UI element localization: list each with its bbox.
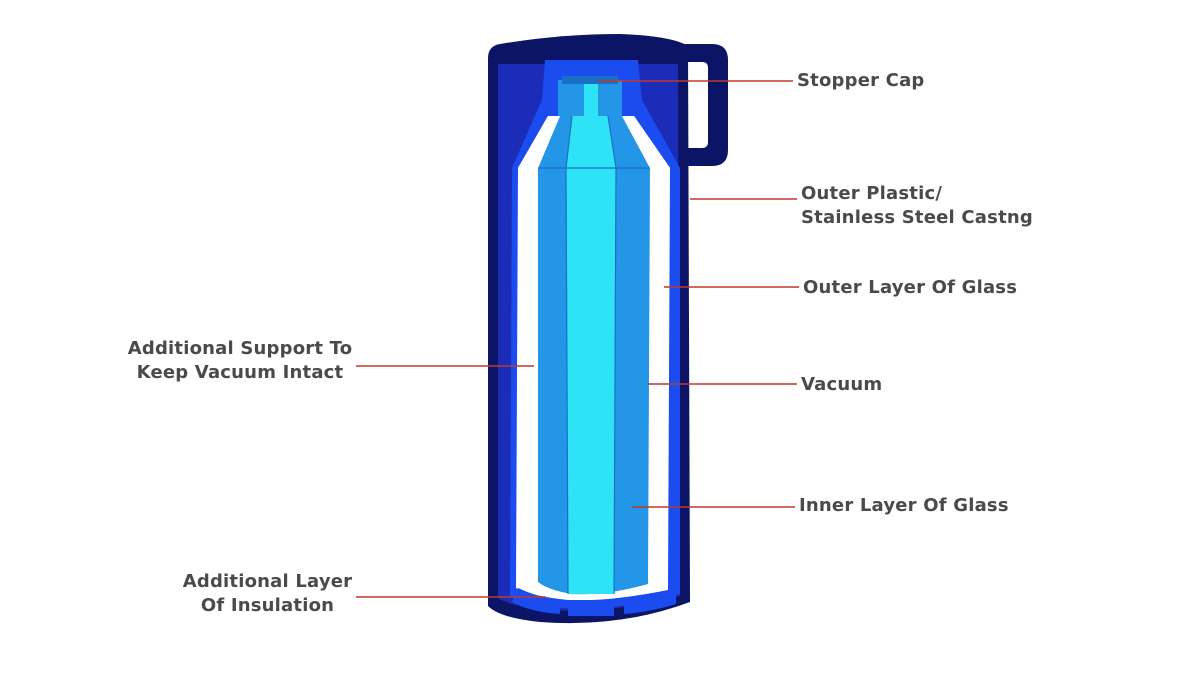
label-insulation-line-1: Additional Layer [182,571,353,592]
label-insulation-line-2: Of Insulation [200,595,335,616]
label-outer-glass: Outer Layer Of Glass [803,276,1017,300]
label-vacuum: Vacuum [801,373,882,397]
vacuum-shoulder-right [622,116,670,168]
glass-facet-lines [538,115,650,595]
vacuum-shoulder-left [518,116,560,168]
label-outer-glass-line-1: Outer Layer Of Glass [803,277,1018,298]
label-outer-casing-line-2: Stainless Steel Castng [801,207,1033,228]
bottom-insulation-right [624,590,676,614]
label-insulation: Additional Layer Of Insulation [160,570,375,618]
label-outer-casing-line-1: Outer Plastic/ [801,183,943,204]
flask-handle [680,44,728,166]
bottom-insulation-center [568,600,614,616]
liquid-column [566,116,616,594]
bottom-insulation-left [512,588,560,614]
label-vacuum-line-1: Vacuum [801,374,883,395]
label-support: Additional Support To Keep Vacuum Intact [110,337,370,385]
label-inner-glass: Inner Layer Of Glass [799,494,1009,518]
label-stopper-cap-line-1: Stopper Cap [797,70,925,91]
label-outer-casing: Outer Plastic/ Stainless Steel Castng [801,182,1033,230]
label-inner-glass-line-1: Inner Layer Of Glass [799,495,1009,516]
label-stopper-cap: Stopper Cap [797,69,925,93]
stopper-cap-center [584,82,598,116]
label-support-line-2: Keep Vacuum Intact [136,362,344,383]
stopper-cap-top [562,76,618,84]
label-support-line-1: Additional Support To [127,338,353,359]
